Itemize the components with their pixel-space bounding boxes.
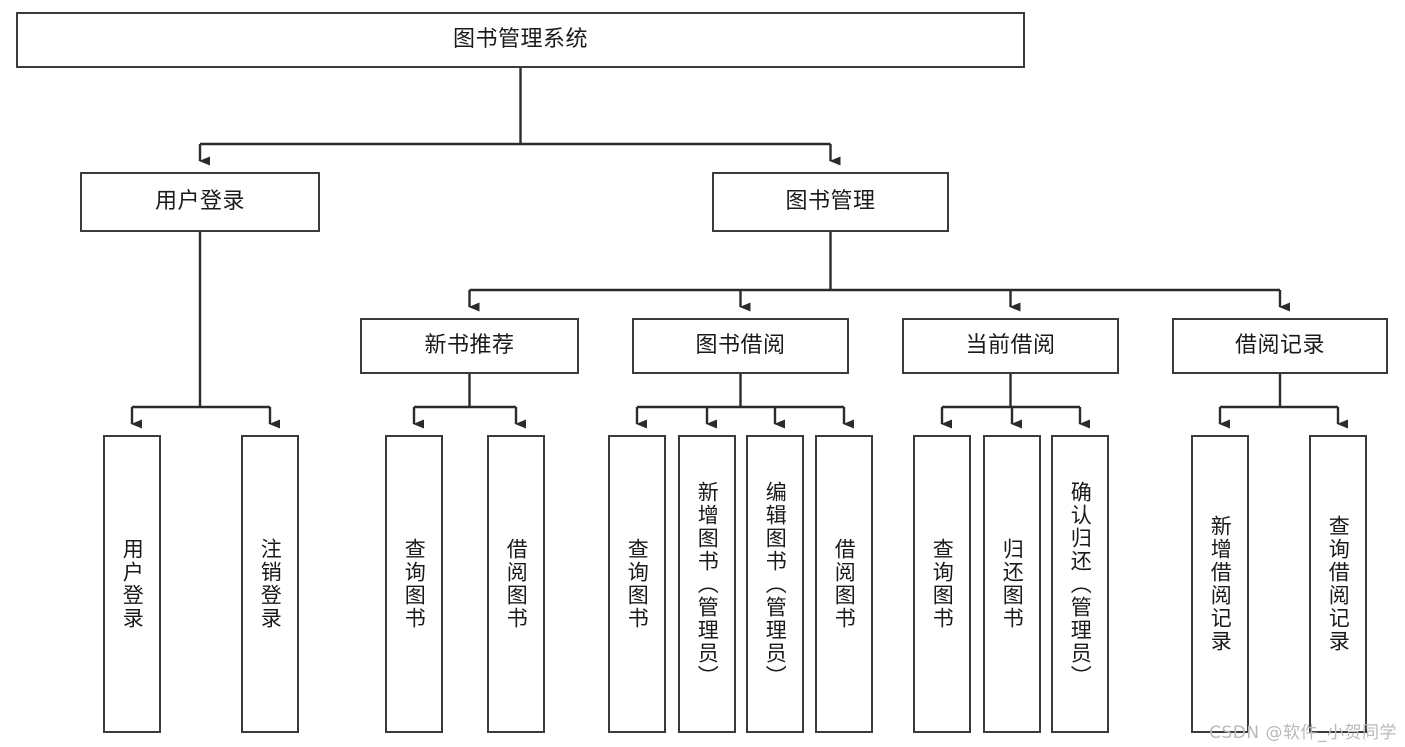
- node-leaf-borrow-book-2[interactable]: 借阅图书: [815, 435, 873, 733]
- node-label: 借阅记录: [1234, 333, 1325, 359]
- node-leaf-borrow-book-1[interactable]: 借阅图书: [487, 435, 545, 733]
- node-label: 查询借阅记录: [1326, 515, 1351, 653]
- node-label: 用户登录: [154, 189, 245, 215]
- node-label: 新增图书（管理员）: [695, 480, 720, 688]
- node-label: 注销登录: [258, 538, 283, 630]
- node-book-manage[interactable]: 图书管理: [712, 172, 949, 232]
- node-label: 当前借阅: [965, 333, 1056, 359]
- node-label: 确认归还（管理员）: [1068, 480, 1093, 688]
- node-leaf-return-book[interactable]: 归还图书: [983, 435, 1041, 733]
- node-label: 图书借阅: [695, 333, 786, 359]
- node-leaf-add-record[interactable]: 新增借阅记录: [1191, 435, 1249, 733]
- node-label: 图书管理系统: [452, 27, 588, 53]
- node-user-login[interactable]: 用户登录: [80, 172, 320, 232]
- node-label: 用户登录: [120, 538, 145, 630]
- node-label: 查询图书: [930, 538, 955, 630]
- node-borrow-record[interactable]: 借阅记录: [1172, 318, 1388, 374]
- node-current-borrow[interactable]: 当前借阅: [902, 318, 1119, 374]
- node-leaf-query-book-1[interactable]: 查询图书: [385, 435, 443, 733]
- node-label: 新增借阅记录: [1208, 515, 1233, 653]
- node-leaf-query-book-2[interactable]: 查询图书: [608, 435, 666, 733]
- watermark-text: CSDN @软件_小贺同学: [1209, 723, 1397, 743]
- node-leaf-edit-book[interactable]: 编辑图书（管理员）: [746, 435, 804, 733]
- node-label: 借阅图书: [504, 538, 529, 630]
- node-leaf-query-book-3[interactable]: 查询图书: [913, 435, 971, 733]
- node-leaf-confirm-return[interactable]: 确认归还（管理员）: [1051, 435, 1109, 733]
- node-leaf-add-book[interactable]: 新增图书（管理员）: [678, 435, 736, 733]
- node-leaf-user-login[interactable]: 用户登录: [103, 435, 161, 733]
- node-root[interactable]: 图书管理系统: [16, 12, 1025, 68]
- node-label: 图书管理: [785, 189, 876, 215]
- node-label: 归还图书: [1000, 538, 1025, 630]
- node-leaf-logout[interactable]: 注销登录: [241, 435, 299, 733]
- node-label: 查询图书: [625, 538, 650, 630]
- node-label: 编辑图书（管理员）: [763, 480, 788, 688]
- node-label: 借阅图书: [832, 538, 857, 630]
- node-new-book-rec[interactable]: 新书推荐: [360, 318, 579, 374]
- node-leaf-query-record[interactable]: 查询借阅记录: [1309, 435, 1367, 733]
- node-book-borrow[interactable]: 图书借阅: [632, 318, 849, 374]
- node-label: 查询图书: [402, 538, 427, 630]
- node-label: 新书推荐: [424, 333, 515, 359]
